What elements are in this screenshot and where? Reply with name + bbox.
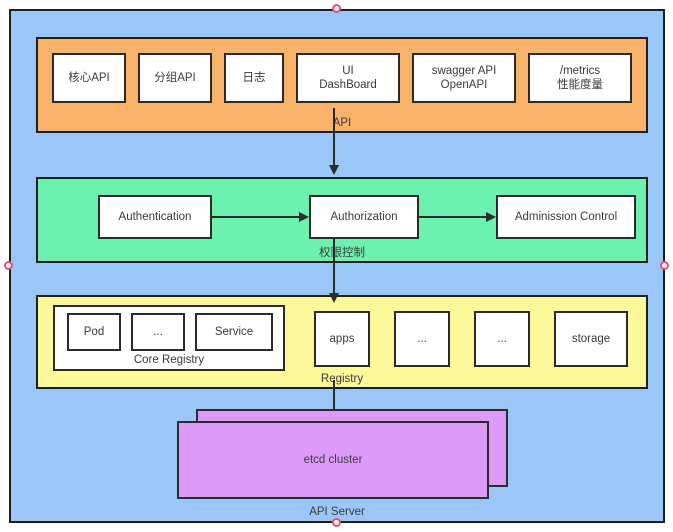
group-core-registry-label: Core Registry: [133, 354, 205, 366]
node-ellipsis-3[interactable]: ...: [474, 311, 530, 367]
handle-bottom-icon[interactable]: [332, 518, 341, 527]
node-apps[interactable]: apps: [314, 311, 370, 367]
node-storage[interactable]: storage: [554, 311, 628, 367]
group-core-registry[interactable]: Pod ... Service Core Registry: [53, 305, 285, 371]
node-ui-dashboard[interactable]: UI DashBoard: [296, 53, 400, 103]
arrow-authn-to-authz: [212, 212, 309, 222]
node-metrics[interactable]: /metrics 性能度量: [528, 53, 632, 103]
node-adminission-control[interactable]: Adminission Control: [496, 195, 636, 239]
node-logs[interactable]: 日志: [224, 53, 284, 103]
node-ellipsis-2[interactable]: ...: [394, 311, 450, 367]
api-server-label: API Server: [309, 506, 365, 518]
node-swagger-api[interactable]: swagger API OpenAPI: [412, 53, 516, 103]
layer-registry-label: Registry: [320, 373, 364, 385]
handle-right-icon[interactable]: [660, 261, 669, 270]
node-ellipsis-1[interactable]: ...: [131, 313, 185, 351]
layer-registry[interactable]: Pod ... Service Core Registry apps ... .…: [36, 295, 648, 389]
layer-api-label: API: [332, 117, 352, 129]
layer-authz[interactable]: Authentication Authorization Adminission…: [36, 177, 648, 263]
node-authentication[interactable]: Authentication: [98, 195, 212, 239]
node-service[interactable]: Service: [195, 313, 273, 351]
node-pod[interactable]: Pod: [67, 313, 121, 351]
node-group-api[interactable]: 分组API: [138, 53, 212, 103]
arrow-authz-to-admission: [419, 212, 496, 222]
node-core-api[interactable]: 核心API: [52, 53, 126, 103]
api-server-container[interactable]: 核心API 分组API 日志 UI DashBoard swagger API …: [9, 9, 665, 523]
layer-authz-label: 权限控制: [319, 247, 365, 259]
arrow-api-to-authz: [329, 108, 339, 175]
handle-left-icon[interactable]: [4, 261, 13, 270]
handle-top-icon[interactable]: [332, 4, 341, 13]
layer-api[interactable]: 核心API 分组API 日志 UI DashBoard swagger API …: [36, 37, 648, 133]
arrow-authz-to-registry: [329, 239, 339, 303]
node-authorization[interactable]: Authorization: [309, 195, 419, 239]
etcd-cluster-front-card[interactable]: etcd cluster: [177, 421, 489, 499]
